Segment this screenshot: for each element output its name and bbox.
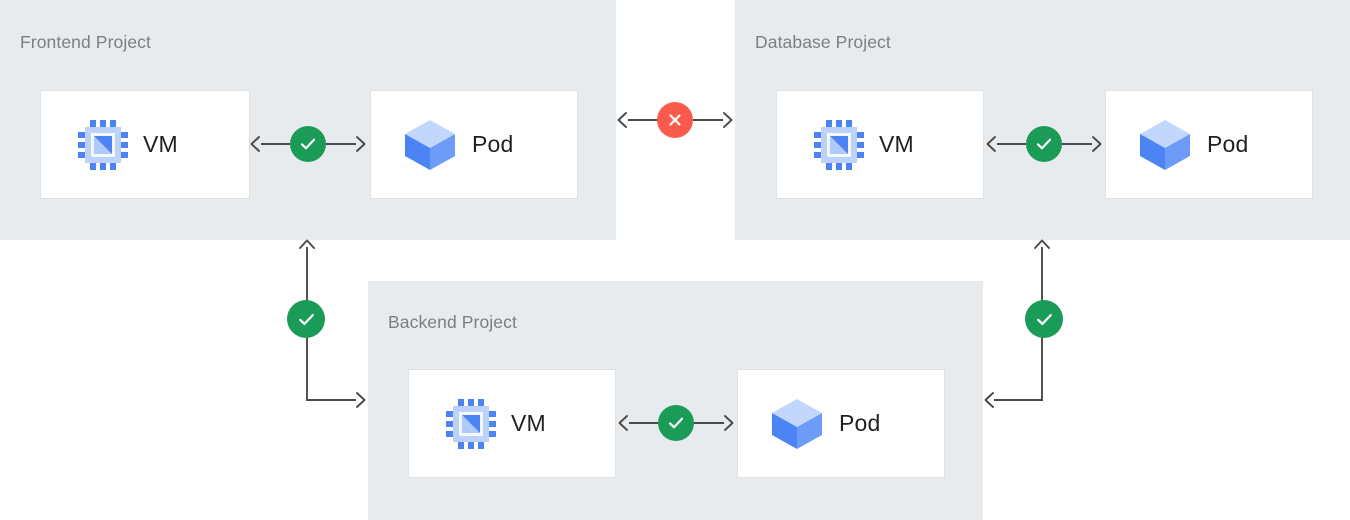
panel-title-database: Database Project (755, 32, 891, 52)
resource-label-backend-vm: VM (511, 410, 546, 436)
cpu-chip-icon (445, 398, 497, 450)
resource-label-frontend-pod: Pod (472, 131, 514, 157)
cpu-chip-icon (77, 119, 129, 171)
resource-label-database-pod: Pod (1207, 131, 1249, 157)
cube-icon (402, 117, 458, 173)
check-icon (1036, 138, 1052, 150)
status-badge-blocked-frontend-database[interactable] (657, 102, 693, 138)
resource-box-database-pod[interactable]: Pod (1105, 90, 1313, 199)
resource-box-backend-vm[interactable]: VM (408, 369, 616, 478)
cube-icon (1137, 117, 1193, 173)
resource-box-database-vm[interactable]: VM (776, 90, 984, 199)
status-badge-allowed-database-backend[interactable] (1025, 300, 1063, 338)
cpu-chip-icon (813, 119, 865, 171)
panel-title-backend: Backend Project (388, 312, 517, 332)
check-icon (1036, 313, 1052, 325)
check-icon (668, 417, 684, 429)
x-icon (669, 114, 681, 126)
status-badge-allowed-database-vm-pod[interactable] (1026, 126, 1062, 162)
status-badge-allowed-frontend-vm-pod[interactable] (290, 126, 326, 162)
panel-title-frontend: Frontend Project (20, 32, 151, 52)
resource-label-frontend-vm: VM (143, 131, 178, 157)
status-badge-allowed-frontend-backend[interactable] (287, 300, 325, 338)
cube-icon (769, 396, 825, 452)
resource-box-frontend-vm[interactable]: VM (40, 90, 250, 199)
status-badge-allowed-backend-vm-pod[interactable] (658, 405, 694, 441)
resource-box-frontend-pod[interactable]: Pod (370, 90, 578, 199)
resource-box-backend-pod[interactable]: Pod (737, 369, 945, 478)
check-icon (298, 313, 314, 325)
resource-label-database-vm: VM (879, 131, 914, 157)
check-icon (300, 138, 316, 150)
resource-label-backend-pod: Pod (839, 410, 881, 436)
